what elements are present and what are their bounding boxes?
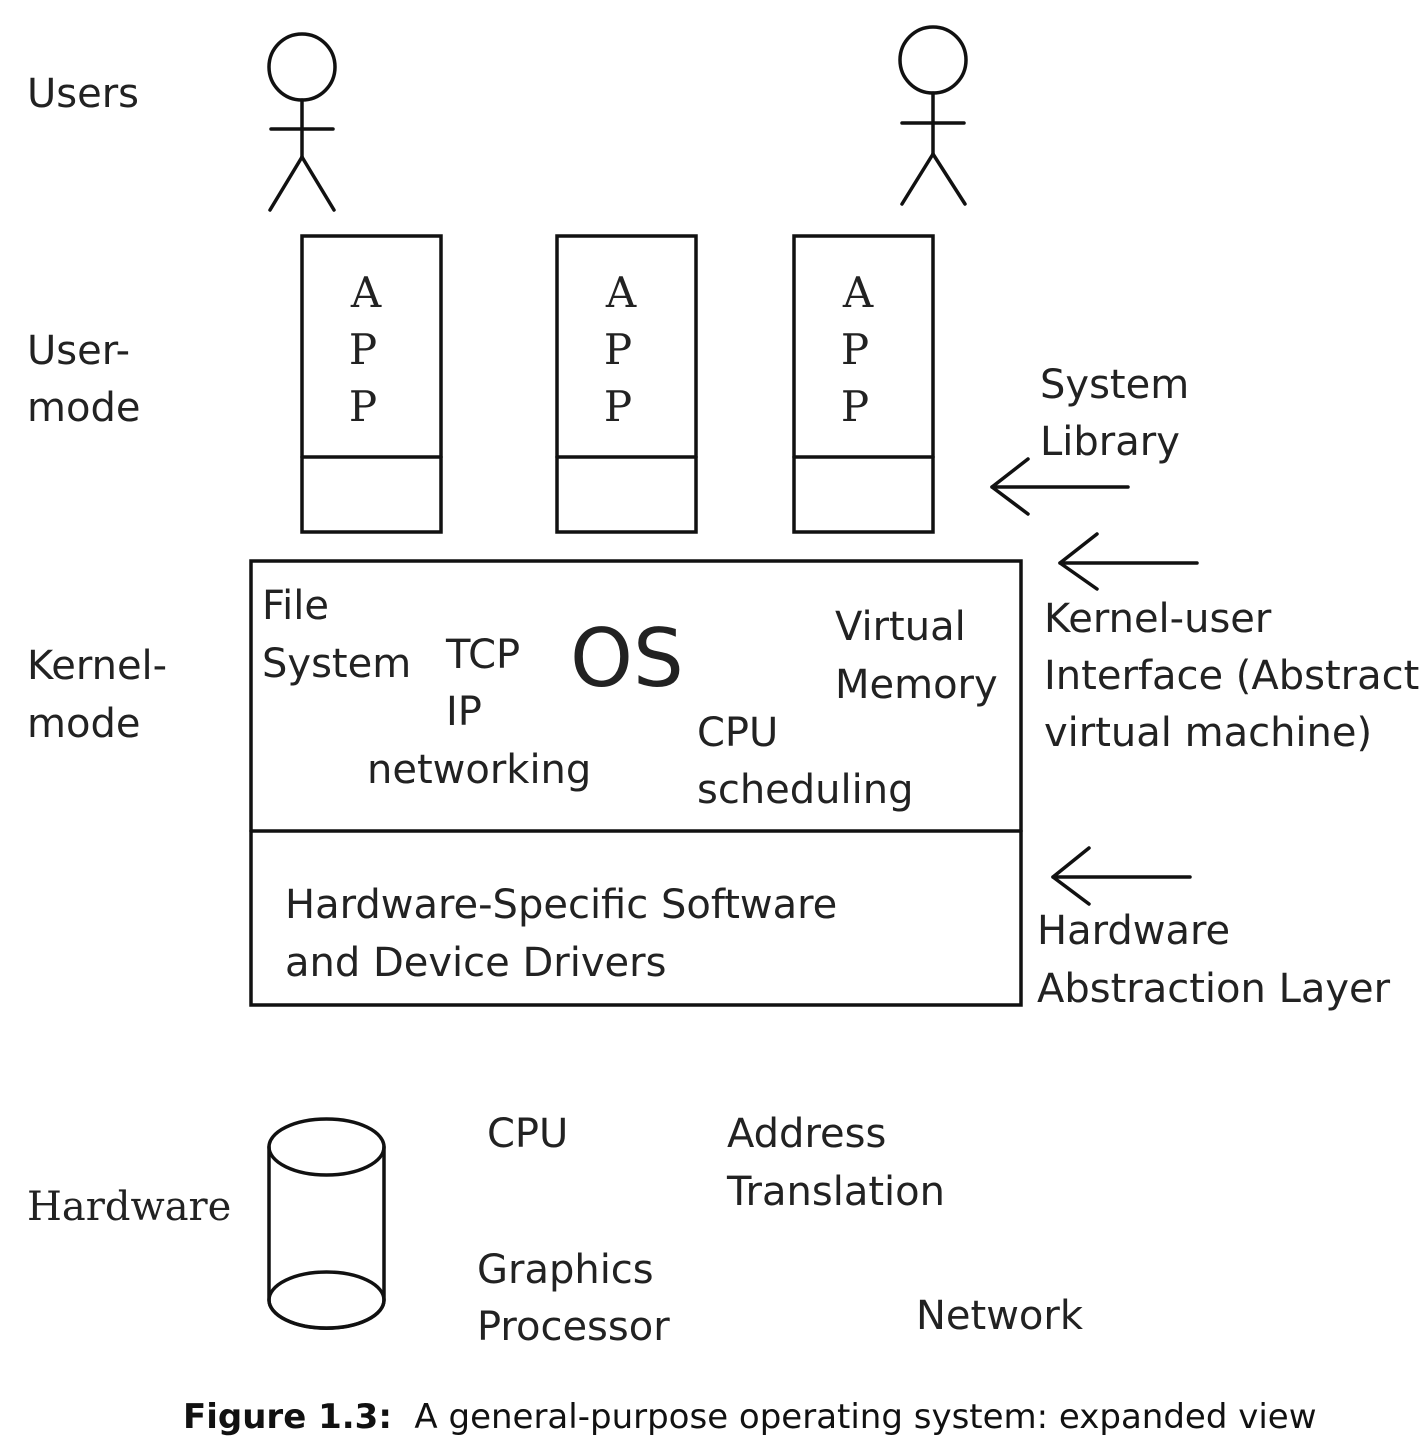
app-letter: P <box>604 325 632 374</box>
app-letter: A <box>350 268 382 317</box>
system-library-label-line1: System <box>1040 362 1189 408</box>
kernel-user-interface-label-line3: virtual machine) <box>1044 710 1372 756</box>
figure-caption: Figure 1.3: A general-purpose operating … <box>183 1397 1317 1437</box>
address-translation-label-line2: Translation <box>726 1169 945 1215</box>
layer-label-user-mode-line2: mode <box>27 385 140 431</box>
app-letter: P <box>841 325 869 374</box>
arrow-left-icon <box>1051 846 1192 906</box>
graphics-processor-label-line2: Processor <box>477 1304 670 1350</box>
user-figure-icon <box>898 25 968 206</box>
os-title: OS <box>570 612 684 705</box>
virtual-memory-label-line1: Virtual <box>835 604 966 650</box>
figure-caption-text: A general-purpose operating system: expa… <box>414 1397 1316 1437</box>
user-figure-icon <box>267 32 337 212</box>
hal-label-line1: Hardware <box>1037 908 1230 954</box>
address-translation-label-line1: Address <box>727 1111 886 1157</box>
file-system-label-line2: System <box>262 641 411 687</box>
app-letter: P <box>841 382 869 431</box>
layer-label-kernel-mode-line1: Kernel- <box>27 643 167 689</box>
cpu-scheduling-label-line2: scheduling <box>697 767 914 813</box>
file-system-label-line1: File <box>262 583 329 629</box>
layer-label-hardware: Hardware <box>27 1184 231 1230</box>
cpu-scheduling-label-line1: CPU <box>697 710 778 756</box>
app-box: A P P <box>300 234 443 534</box>
layer-label-kernel-mode-line2: mode <box>27 701 140 747</box>
ip-label: IP <box>446 689 482 735</box>
layer-label-user-mode-line1: User- <box>27 328 130 374</box>
figure-caption-label: Figure 1.3: <box>183 1397 392 1437</box>
disk-cylinder-icon <box>267 1117 386 1330</box>
tcp-label: TCP <box>445 632 520 678</box>
layer-label-users: Users <box>27 71 139 117</box>
hardware-cpu-label: CPU <box>487 1111 568 1157</box>
os-kernel-box <box>249 559 1023 1007</box>
networking-label: networking <box>367 747 591 793</box>
virtual-memory-label-line2: Memory <box>835 662 998 708</box>
app-box: A P P <box>555 234 698 534</box>
app-letter: P <box>604 382 632 431</box>
kernel-user-interface-label-line2: Interface (Abstract <box>1044 653 1419 699</box>
app-box: A P P <box>792 234 935 534</box>
graphics-processor-label-line1: Graphics <box>477 1247 654 1293</box>
app-letter: A <box>842 268 874 317</box>
app-letter: P <box>349 325 377 374</box>
hal-label-line2: Abstraction Layer <box>1037 966 1391 1012</box>
app-letter: A <box>605 268 637 317</box>
device-drivers-label-line1: Hardware-Specific Software <box>285 882 837 928</box>
arrow-left-icon <box>1058 532 1199 591</box>
arrow-left-icon <box>990 457 1130 516</box>
system-library-label-line2: Library <box>1040 419 1180 465</box>
device-drivers-label-line2: and Device Drivers <box>285 940 666 986</box>
app-letter: P <box>349 382 377 431</box>
network-label: Network <box>916 1293 1084 1339</box>
kernel-user-interface-label-line1: Kernel-user <box>1044 596 1272 642</box>
